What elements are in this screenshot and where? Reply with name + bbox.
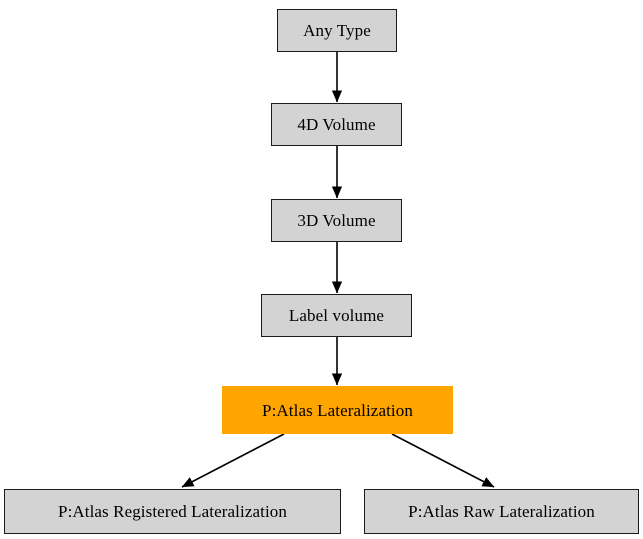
node-label: Label volume <box>288 306 385 325</box>
node-label: P:Atlas Lateralization <box>262 400 413 420</box>
node-label: 4D Volume <box>297 115 376 134</box>
edge-p-atlas-lateralization-to-p-atlas-registered-lateralization <box>181 433 285 488</box>
node-3d-volume[interactable]: 3D Volume <box>271 199 402 242</box>
node-p-atlas-lateralization[interactable]: P:Atlas Lateralization <box>222 386 453 434</box>
node-4d-volume[interactable]: 4D Volume <box>271 103 402 146</box>
node-label: P:Atlas Registered Lateralization <box>58 502 287 521</box>
node-p-atlas-raw-lateralization[interactable]: P:Atlas Raw Lateralization <box>364 489 639 534</box>
node-p-atlas-registered-lateralization[interactable]: P:Atlas Registered Lateralization <box>4 489 341 534</box>
node-label: 3D Volume <box>297 211 376 230</box>
node-label-volume[interactable]: Label volume <box>261 294 412 337</box>
edge-p-atlas-lateralization-to-p-atlas-raw-lateralization <box>391 433 495 488</box>
node-label: P:Atlas Raw Lateralization <box>408 502 595 521</box>
node-any-type[interactable]: Any Type <box>277 9 397 52</box>
node-label: Any Type <box>303 21 371 40</box>
